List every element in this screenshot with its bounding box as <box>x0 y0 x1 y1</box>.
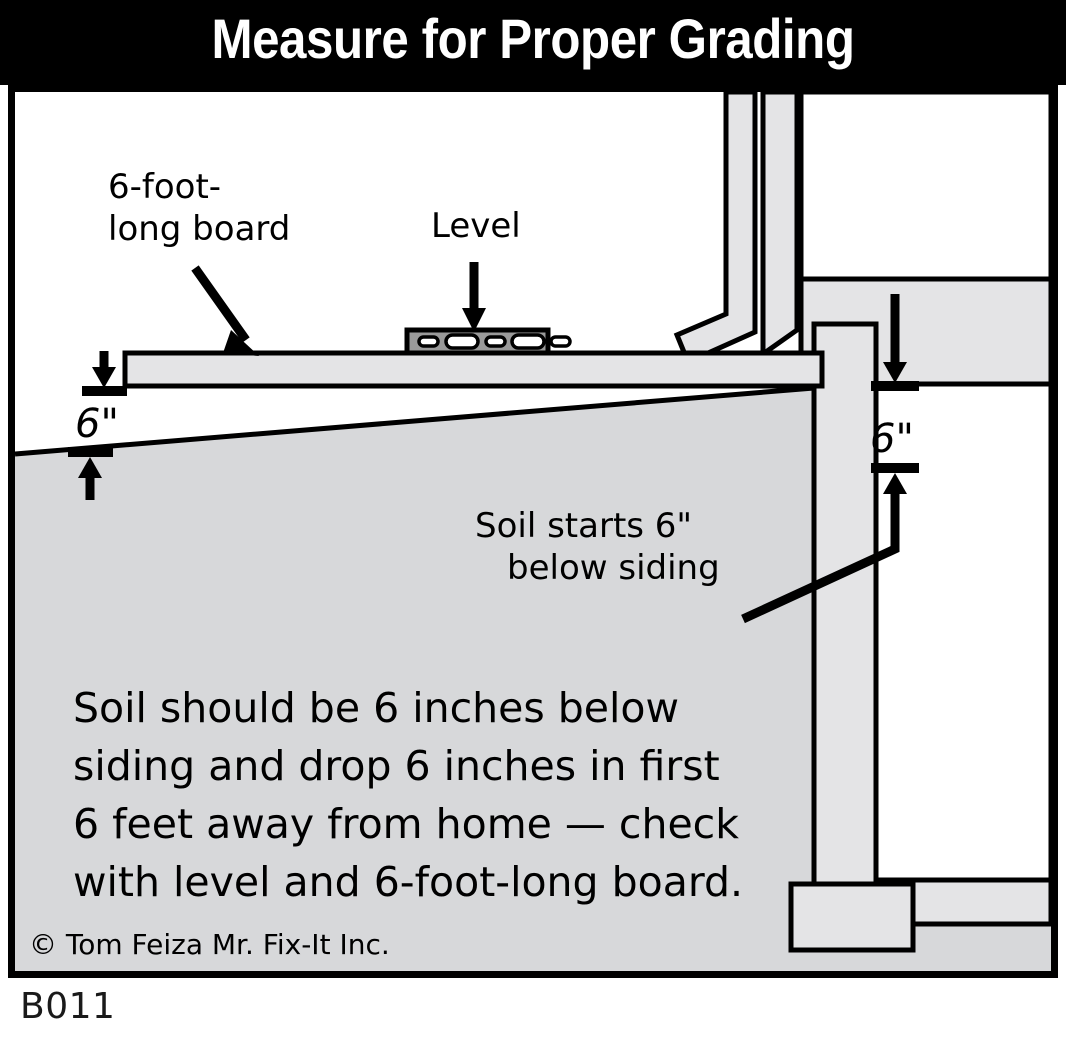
page-title: Measure for Proper Grading <box>211 7 855 70</box>
figure-code-label: B011 <box>20 986 116 1027</box>
body-line-4: with level and 6-foot-long board. <box>73 858 743 906</box>
level-slot <box>549 335 572 348</box>
copyright-notice: © Tom Feiza Mr. Fix-It Inc. <box>29 928 390 961</box>
body-paragraph: Soil should be 6 inches below siding and… <box>73 684 743 906</box>
level-slot <box>417 335 440 348</box>
level-slot <box>444 333 480 350</box>
downspout <box>673 92 800 366</box>
soil-mass <box>15 385 815 971</box>
diagram-canvas: 6" 6" 6-foot- <box>15 92 1051 971</box>
illustration-frame: 6" 6" 6-foot- <box>8 85 1058 978</box>
level-slot <box>510 333 546 350</box>
dimension-left-label: 6" <box>75 401 119 447</box>
house-wall-upper <box>798 92 1051 285</box>
splash-block <box>788 881 916 953</box>
body-line-1: Soil should be 6 inches below <box>73 684 679 732</box>
dimension-right-label: 6" <box>870 416 914 462</box>
corner-post <box>811 321 879 887</box>
dimension-left: 6" <box>68 351 127 500</box>
level-callout: Level <box>431 206 521 332</box>
six-foot-board <box>122 350 825 389</box>
board-callout-line2: long board <box>108 209 290 249</box>
level-slot <box>484 335 507 348</box>
title-bar: Measure for Proper Grading <box>0 0 1066 85</box>
level-callout-label: Level <box>431 206 521 246</box>
soil-callout-line1: Soil starts 6" <box>475 506 692 546</box>
soil-callout-line2: below siding <box>507 548 720 588</box>
board-callout-line1: 6-foot- <box>108 167 221 207</box>
dimension-right: 6" <box>741 294 919 624</box>
board-callout: 6-foot- long board <box>108 167 290 356</box>
carpenters-level <box>404 327 572 356</box>
body-line-3: 6 feet away from home — check <box>73 800 739 848</box>
body-line-2: siding and drop 6 inches in first <box>73 742 720 790</box>
soil-callout: Soil starts 6" below siding <box>475 506 720 588</box>
